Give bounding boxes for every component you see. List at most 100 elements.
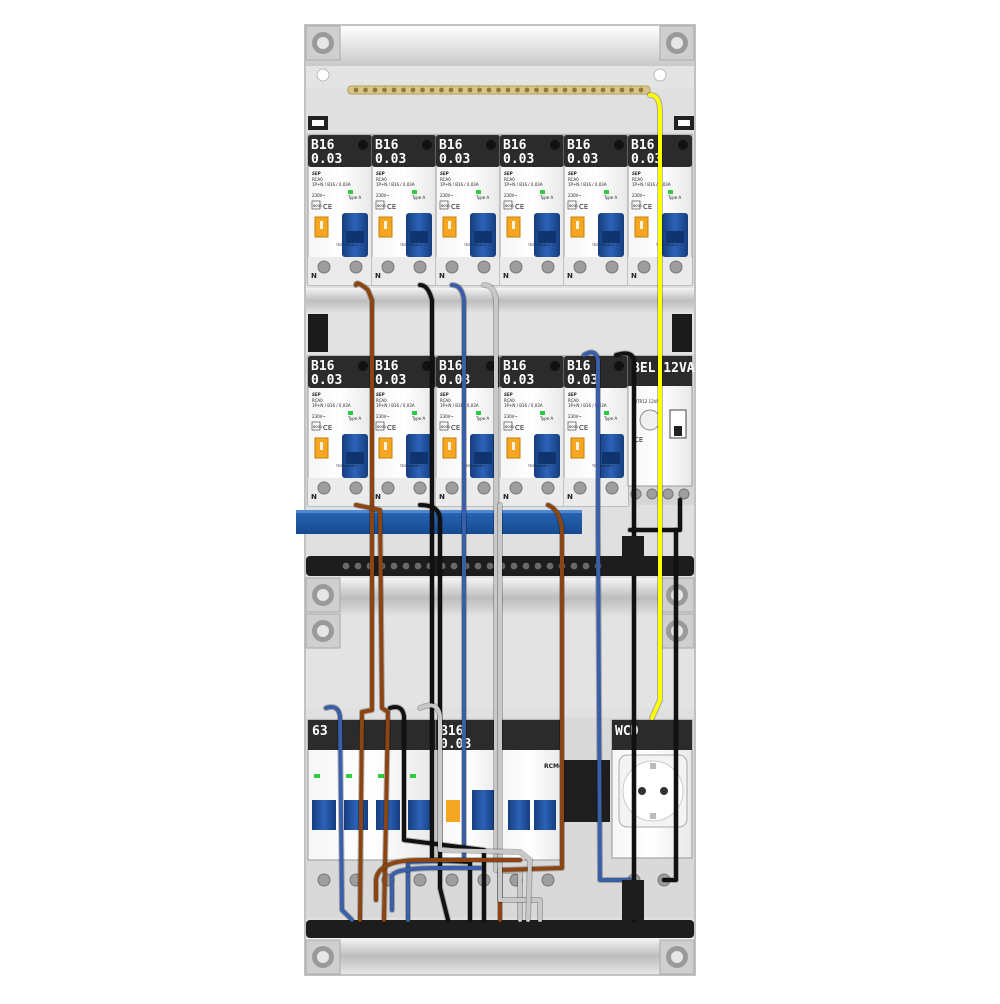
- rcbo-rating: B16: [439, 138, 463, 153]
- neutral-mark: N: [631, 272, 637, 280]
- busbar-screw-icon: [562, 87, 568, 93]
- neutral-screw-icon: [510, 562, 518, 570]
- model-text: RCA0: [440, 398, 451, 403]
- voltage-text: 230V~: [504, 414, 518, 419]
- spec-text: 1P+N / B16 / 0,03A: [632, 182, 671, 187]
- class-text: 6000: [505, 204, 514, 208]
- toggle-lever[interactable]: [312, 800, 336, 830]
- class-text: 6000: [441, 425, 450, 429]
- bottom-cover: [306, 938, 694, 974]
- terminal-screw-icon: [317, 481, 331, 495]
- terminal-screw-icon: [605, 260, 619, 274]
- top-cover: [306, 26, 694, 66]
- terminal-screw-icon: [541, 481, 555, 495]
- class-text: 6000: [505, 425, 514, 429]
- test-text: TEST monthly: [399, 464, 422, 468]
- busbar-screw-icon: [638, 87, 644, 93]
- terminal-screw-icon: [317, 873, 331, 887]
- model-text: RCA0: [312, 177, 323, 182]
- bell-transformer-label: BEL 12VA: [632, 361, 695, 376]
- neutral-mark: N: [311, 272, 317, 280]
- type-text: Type A: [667, 195, 681, 200]
- neutral-screw-icon: [414, 562, 422, 570]
- busbar-screw-icon: [534, 87, 539, 93]
- neutral-screw-icon: [522, 562, 530, 570]
- model-text: RCA0: [440, 177, 451, 182]
- type-text: Type A: [347, 416, 361, 421]
- neutral-screw-icon: [342, 562, 350, 570]
- busbar-screw-icon: [467, 87, 473, 93]
- busbar-screw-icon: [420, 87, 425, 93]
- corner-screw-icon: [305, 577, 341, 613]
- model-text: RCA0: [504, 398, 515, 403]
- test-text: TEST monthly: [527, 243, 550, 247]
- socket-pin-icon: [638, 787, 646, 795]
- terminal-screw-icon: [669, 260, 683, 274]
- neutral-wire: [390, 866, 482, 912]
- toggle-lever[interactable]: [408, 800, 432, 830]
- rail-bracket: [672, 314, 692, 352]
- phase-wire: [354, 503, 390, 922]
- rcbo-sensitivity: 0.03: [503, 152, 534, 167]
- neutral-screw-icon: [570, 562, 578, 570]
- test-text: TEST monthly: [463, 464, 486, 468]
- top-rail-space: [306, 66, 694, 88]
- ce-mark: CE: [323, 203, 332, 211]
- ce-mark: CE: [451, 203, 460, 211]
- ce-mark: CE: [515, 424, 524, 432]
- bell-signal-wire: [648, 93, 662, 720]
- voltage-text: 230V~: [312, 414, 326, 419]
- ce-mark: CE: [579, 424, 588, 432]
- main-switch-label: 63: [312, 724, 328, 739]
- busbar-screw-icon: [543, 87, 549, 93]
- terminal-screw-icon: [445, 260, 459, 274]
- voltage-text: 230V~: [632, 193, 646, 198]
- busbar-screw-icon: [458, 87, 463, 93]
- model-text: RCA0: [504, 177, 515, 182]
- brand-logo: SEP: [568, 171, 577, 176]
- spec-text: 1P+N / B16 / 0,03A: [440, 182, 479, 187]
- voltage-text: 230V~: [376, 193, 390, 198]
- phase-wire: [418, 703, 532, 922]
- terminal-screw-icon: [381, 481, 395, 495]
- terminal-screw-icon: [573, 260, 587, 274]
- voltage-text: 230V~: [568, 414, 582, 419]
- busbar-screw-icon: [619, 87, 625, 93]
- terminal-screw-icon: [662, 488, 674, 500]
- rcm-device: RCM4: [499, 719, 563, 861]
- busbar-screw-icon: [448, 87, 454, 93]
- busbar-screw-icon: [429, 87, 435, 93]
- phase-wire: [614, 351, 636, 922]
- test-text: TEST monthly: [655, 243, 678, 247]
- rcbo-sensitivity: 0.03: [375, 373, 406, 388]
- neutral-mark: N: [503, 272, 509, 280]
- phase-wire: [498, 503, 542, 922]
- neutral-screw-icon: [402, 562, 410, 570]
- rcbo-rating: B16: [631, 138, 655, 153]
- busbar-screw-icon: [496, 87, 501, 93]
- type-text: Type A: [539, 195, 553, 200]
- din-rail-clip-window: [312, 120, 324, 126]
- rcbo-row-3: B16 0.03: [435, 719, 501, 861]
- toggle-lever[interactable]: [344, 800, 368, 830]
- terminal-screw-icon: [605, 481, 619, 495]
- spec-text: 1P+N / B16 / 0,03A: [312, 403, 351, 408]
- ce-mark: CE: [387, 424, 396, 432]
- terminal-screw-icon: [541, 873, 555, 887]
- neutral-wire: [406, 283, 466, 922]
- corner-screw-icon: [659, 939, 695, 975]
- neutral-screw-icon: [390, 562, 398, 570]
- busbar-screw-icon: [524, 87, 530, 93]
- rcbo-rating: B16: [311, 359, 335, 374]
- type-text: Type A: [411, 195, 425, 200]
- corner-screw-icon: [305, 939, 341, 975]
- terminal-screw-icon: [509, 481, 523, 495]
- ce-mark: CE: [579, 203, 588, 211]
- busbar-screw-icon: [600, 87, 606, 93]
- terminal-screw-icon: [317, 260, 331, 274]
- rcbo-sensitivity: 0.03: [567, 152, 598, 167]
- socket-outlet: WCD: [611, 719, 693, 859]
